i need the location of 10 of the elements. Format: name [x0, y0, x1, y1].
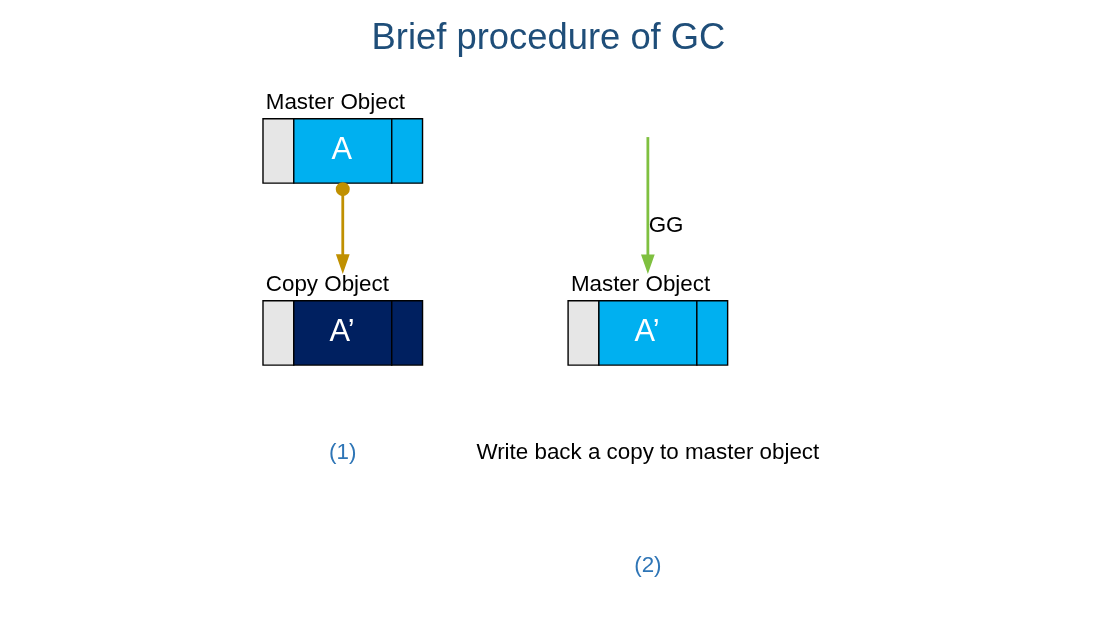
arrow — [641, 137, 655, 275]
arrow — [335, 182, 350, 274]
label: Write back a copy to master object — [476, 438, 820, 464]
node-label: Copy Object — [265, 270, 389, 296]
label: (2) — [634, 551, 662, 577]
node-label: Master Object — [570, 270, 711, 296]
diagram-title: Brief procedure of GC — [371, 15, 726, 57]
node-label: Master Object — [265, 88, 406, 114]
edge-label: GG — [648, 211, 684, 237]
label: (1) — [329, 438, 357, 464]
